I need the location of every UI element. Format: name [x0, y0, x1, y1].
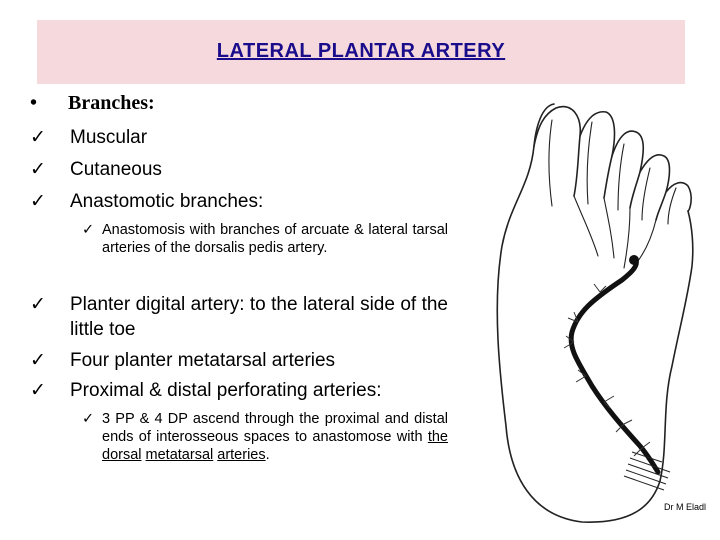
- checkmark-icon: ✓: [30, 294, 46, 315]
- foot-illustration: [496, 103, 694, 523]
- lateral-plantar-artery-icon: [568, 257, 661, 475]
- heading-text: Branches:: [68, 92, 155, 114]
- vessel-branches-icon: [563, 283, 651, 457]
- list-item: ✓ Proximal & distal perforating arteries…: [30, 380, 382, 401]
- little-toe-icon: [665, 181, 692, 212]
- list-item: ✓ Muscular: [30, 127, 148, 148]
- sub-list-item: ✓ Anastomosis with branches of arcuate &…: [82, 222, 448, 256]
- list-item: ✓ Four planter metatarsal arteries: [30, 350, 336, 371]
- checkmark-icon: ✓: [82, 411, 95, 427]
- checkmark-icon: ✓: [30, 159, 46, 180]
- checkmark-icon: ✓: [30, 350, 46, 371]
- fourth-toe-icon: [639, 154, 671, 221]
- sub-list-item: ✓ 3 PP & 4 DP ascend through the proxima…: [82, 411, 448, 463]
- checkmark-icon: ✓: [30, 127, 46, 148]
- foot-outline-icon: [496, 103, 694, 523]
- list-item: ✓ Cutaneous: [30, 159, 162, 180]
- third-toe-icon: [611, 130, 645, 209]
- list-item: ✓ Anastomotic branches:: [30, 191, 264, 212]
- checkmark-icon: ✓: [82, 222, 95, 238]
- vessel-end-icon: [629, 255, 639, 265]
- list-item: ✓ Planter digital artery: to the lateral…: [30, 294, 448, 340]
- title-banner: LATERAL PLANTAR ARTERY: [37, 20, 685, 84]
- slide-title: LATERAL PLANTAR ARTERY: [216, 40, 506, 62]
- credit-text: Dr M Eladl: [663, 502, 706, 512]
- tendon-hatching-icon: [623, 451, 671, 491]
- second-toe-icon: [579, 111, 616, 199]
- big-toe-icon: [533, 105, 581, 197]
- branches-heading: • Branches:: [30, 92, 155, 115]
- bullet-icon: •: [30, 92, 38, 114]
- checkmark-icon: ✓: [30, 380, 46, 401]
- checkmark-icon: ✓: [30, 191, 46, 212]
